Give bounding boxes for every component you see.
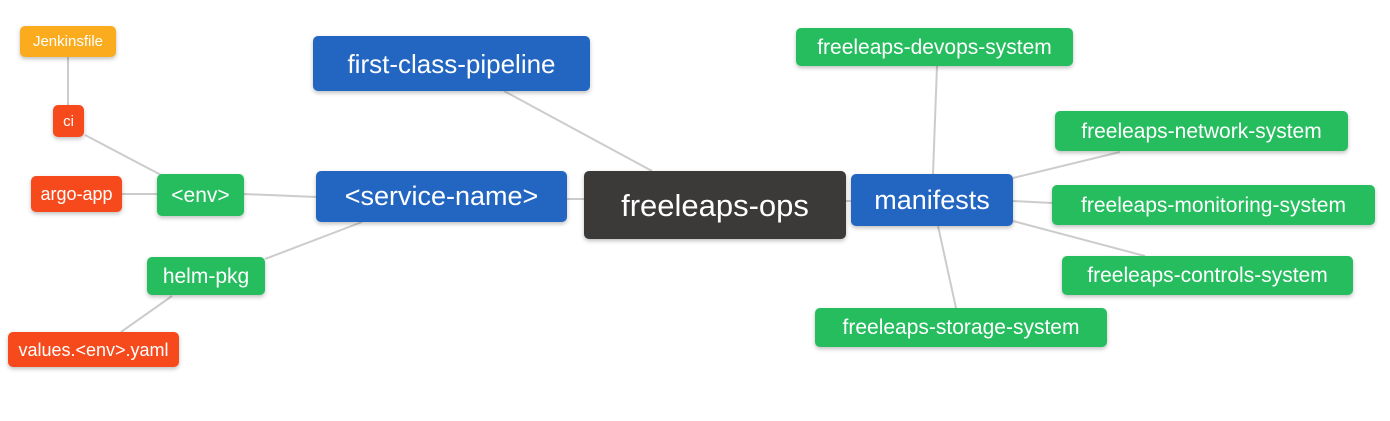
edge-manifests-storage bbox=[937, 225, 957, 309]
node-values-env-yaml[interactable]: values.<env>.yaml bbox=[8, 332, 179, 367]
node-storage-system[interactable]: freeleaps-storage-system bbox=[815, 308, 1107, 347]
edge-pipeline-root bbox=[503, 90, 653, 172]
node-ci[interactable]: ci bbox=[53, 105, 84, 137]
node-service-name[interactable]: <service-name> bbox=[316, 171, 567, 222]
node-devops-system[interactable]: freeleaps-devops-system bbox=[796, 28, 1073, 66]
edge-helm-pkg-service-name bbox=[264, 221, 363, 260]
edge-ci-env bbox=[84, 134, 164, 177]
edge-manifests-network bbox=[1012, 151, 1121, 179]
node-monitoring-system[interactable]: freeleaps-monitoring-system bbox=[1052, 185, 1375, 225]
edge-manifests-devops bbox=[932, 65, 938, 175]
node-manifests[interactable]: manifests bbox=[851, 174, 1013, 226]
edge-values-helm-pkg bbox=[120, 295, 173, 333]
edge-manifests-controls bbox=[1012, 220, 1146, 257]
edge-manifests-monitoring bbox=[1012, 200, 1053, 204]
node-helm-pkg[interactable]: helm-pkg bbox=[147, 257, 265, 295]
edge-env-service-name bbox=[243, 193, 317, 198]
node-freeleaps-ops-root[interactable]: freeleaps-ops bbox=[584, 171, 846, 239]
node-env[interactable]: <env> bbox=[157, 174, 244, 216]
node-network-system[interactable]: freeleaps-network-system bbox=[1055, 111, 1348, 151]
node-first-class-pipeline[interactable]: first-class-pipeline bbox=[313, 36, 590, 91]
node-controls-system[interactable]: freeleaps-controls-system bbox=[1062, 256, 1353, 295]
node-jenkinsfile[interactable]: Jenkinsfile bbox=[20, 26, 116, 57]
node-argo-app[interactable]: argo-app bbox=[31, 176, 122, 212]
